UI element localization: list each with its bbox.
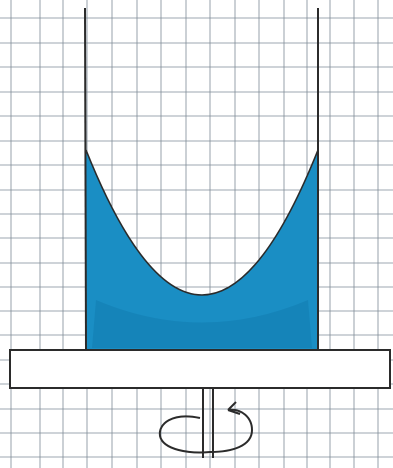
liquid-region [86,150,318,350]
paraboloid-free-surface [85,149,319,296]
turntable-base [9,349,391,389]
rotation-arrow-icon [158,401,254,454]
container-left-wall [84,7,87,351]
liquid-shading [92,300,312,348]
